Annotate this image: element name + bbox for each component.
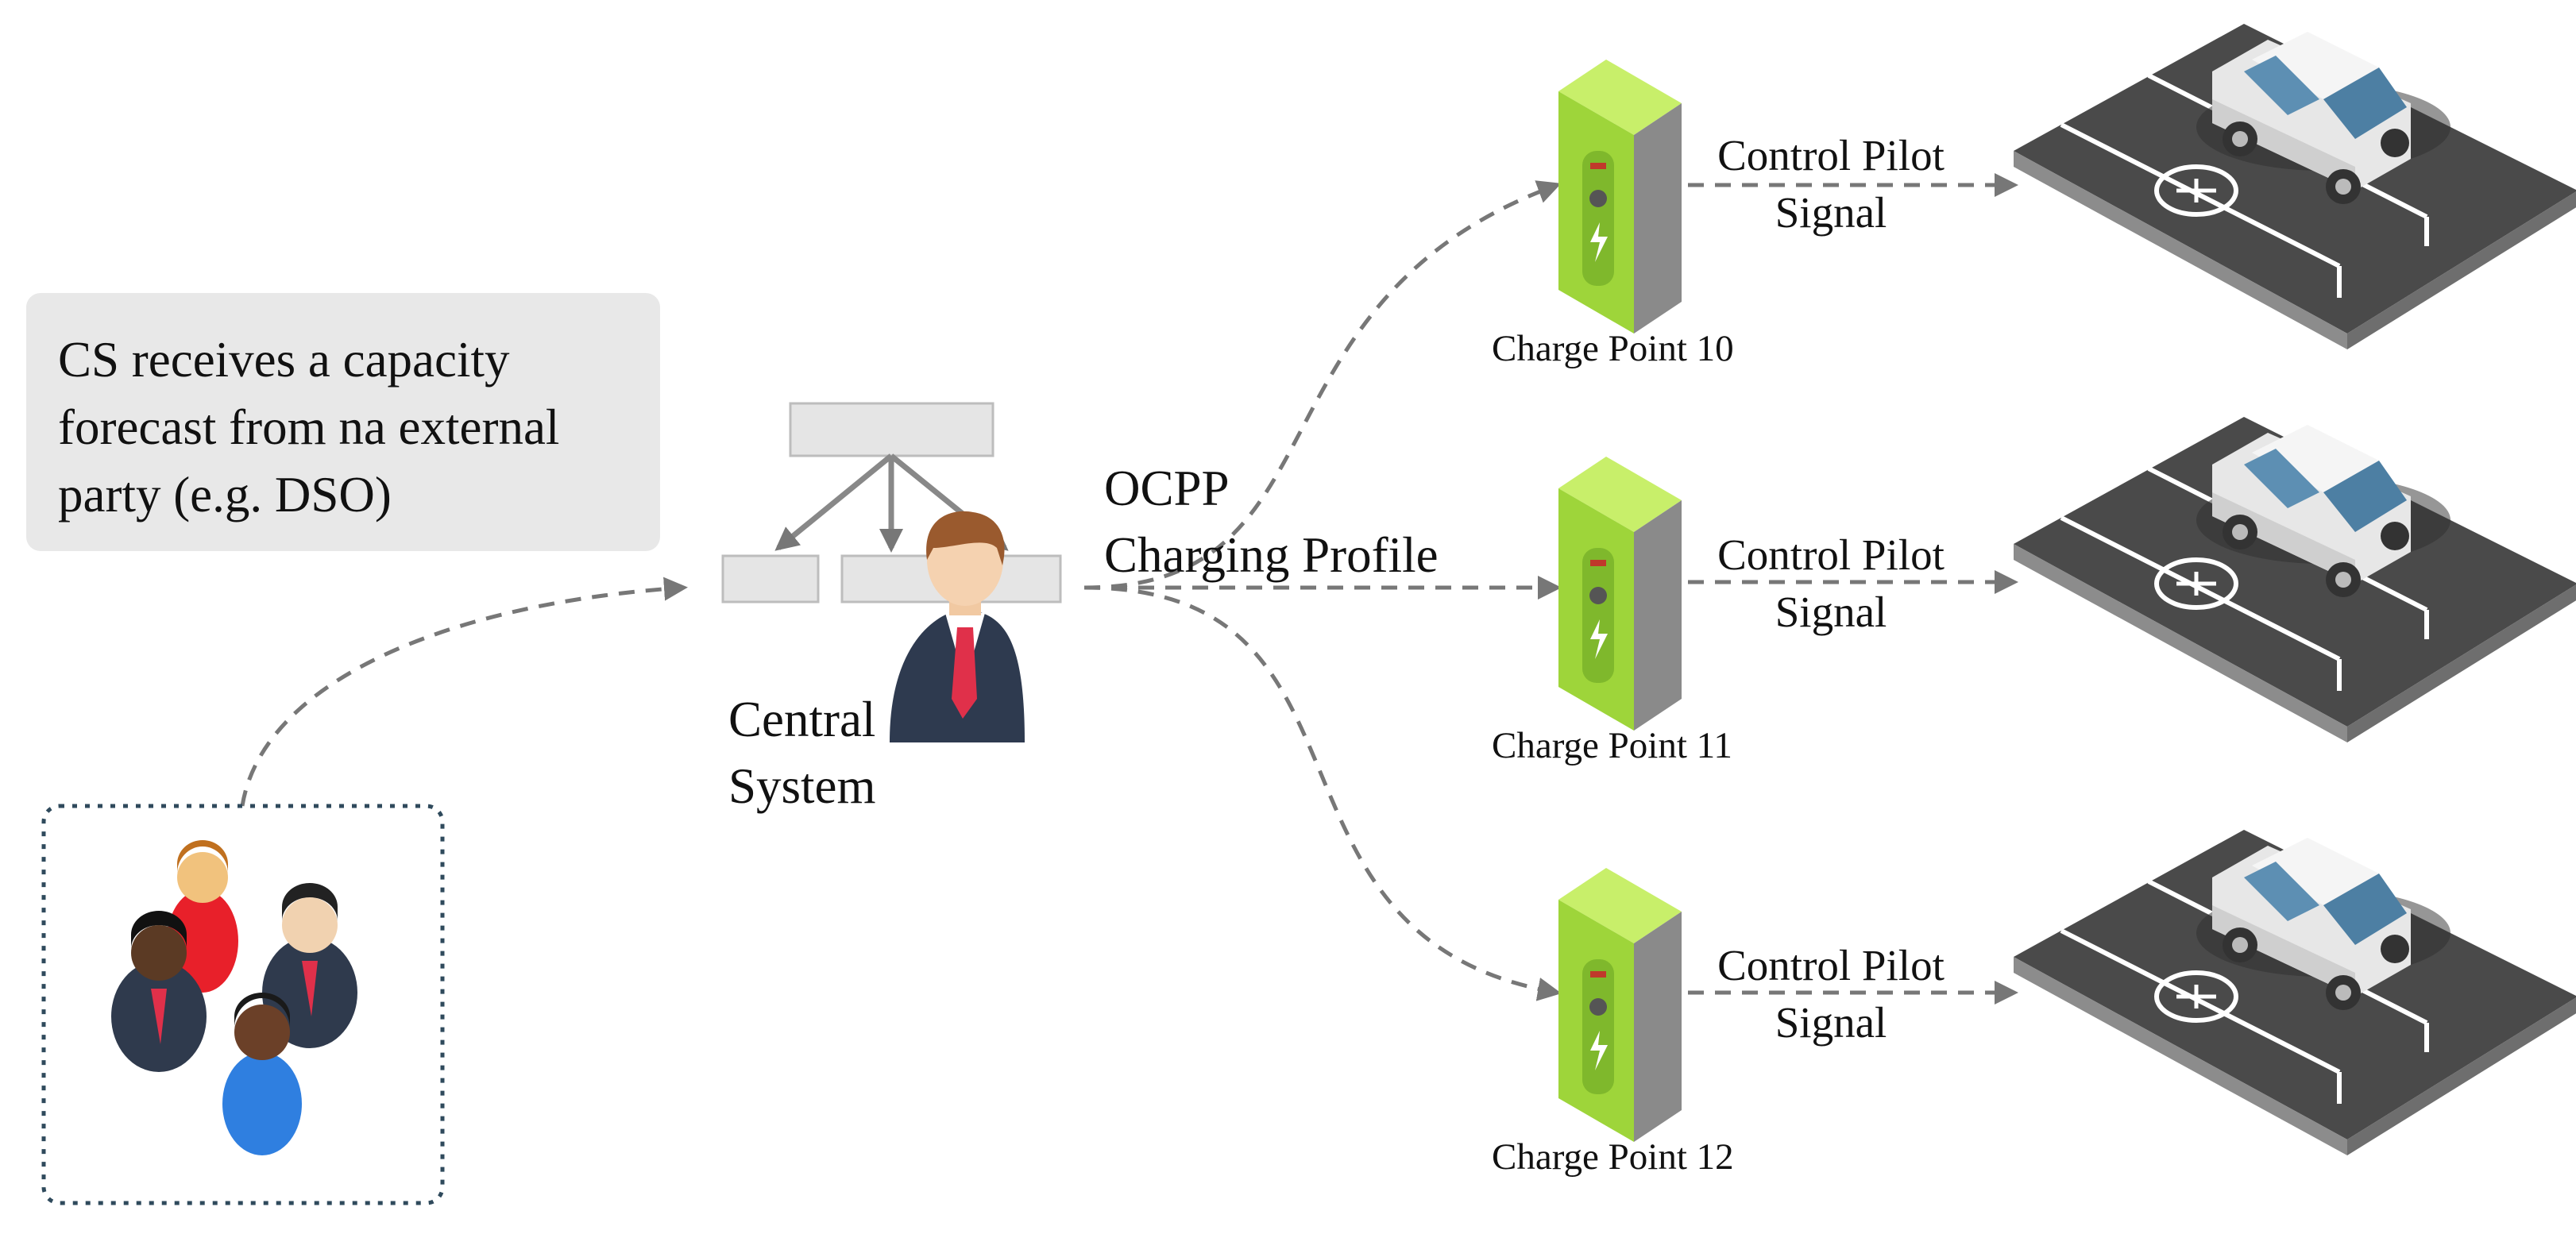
note-line: party (e.g. DSO) — [58, 467, 392, 523]
arrow-central-to-cp10 — [1083, 180, 1562, 590]
ev-charger-icon — [1558, 60, 1682, 1142]
arrow-central-to-cp12 — [1083, 585, 1562, 1001]
external-party-group-icon — [41, 804, 445, 1205]
control-pilot-signal-label-10: Control Pilot Signal — [1717, 131, 1945, 237]
capacity-forecast-note: CS receives a capacity forecast from na … — [26, 293, 660, 551]
arrow-external-to-central — [240, 577, 688, 807]
central-system-label: Central System — [728, 692, 876, 814]
control-pilot-signal-label-11: Control Pilot Signal — [1717, 530, 1945, 636]
charge-point-12-label: Charge Point 12 — [1492, 1136, 1734, 1178]
charge-point-11-label: Charge Point 11 — [1492, 725, 1732, 766]
ocpp-charging-profile-label: OCPP Charging Profile — [1104, 461, 1439, 583]
electric-car-parking-icon — [2014, 24, 2576, 1155]
note-line: CS receives a capacity — [58, 332, 510, 388]
org-chart-icon — [721, 402, 1062, 604]
central-system-person-icon — [890, 511, 1025, 742]
control-pilot-signal-label-12: Control Pilot Signal — [1717, 941, 1945, 1047]
note-line: forecast from na external — [58, 399, 560, 455]
charge-point-10-label: Charge Point 10 — [1492, 328, 1734, 369]
arrows — [240, 173, 2018, 1005]
